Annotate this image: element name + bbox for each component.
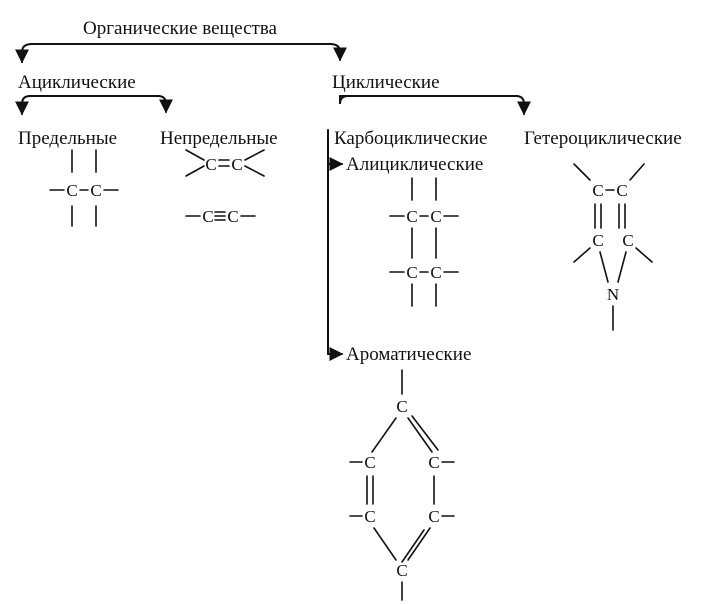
alkene-structure: C C: [185, 149, 265, 177]
alicyclic-label: Алициклические: [346, 154, 483, 175]
atom-carbon: C: [592, 181, 603, 200]
saturated-label: Предельные: [18, 128, 117, 149]
atom-carbon: C: [227, 207, 238, 226]
atom-carbon: C: [428, 453, 439, 472]
atom-carbon: C: [231, 155, 242, 174]
acyclic-label: Ациклические: [18, 72, 136, 93]
atom-carbon: C: [622, 231, 633, 250]
heterocyclic-structure: C C C C N: [573, 163, 653, 331]
atom-carbon: C: [592, 231, 603, 250]
alkyne-structure: C C: [185, 207, 256, 226]
carbocyclic-trunk: [327, 129, 344, 361]
atom-carbon: C: [66, 181, 77, 200]
carbocyclic-label: Карбоциклические: [334, 128, 487, 149]
atom-carbon: C: [202, 207, 213, 226]
alicyclic-structure: C C C C: [389, 177, 459, 307]
atom-carbon: C: [364, 453, 375, 472]
atom-nitrogen: N: [607, 285, 619, 304]
atom-carbon: C: [430, 207, 441, 226]
atom-carbon: C: [406, 207, 417, 226]
atom-carbon: C: [205, 155, 216, 174]
heterocyclic-label: Гетероциклические: [524, 128, 682, 149]
atom-carbon: C: [396, 561, 407, 580]
atom-carbon: C: [428, 507, 439, 526]
atom-carbon: C: [90, 181, 101, 200]
saturated-structure: C C: [49, 149, 119, 227]
aromatic-structure: C C C C C C: [349, 369, 455, 601]
atom-carbon: C: [406, 263, 417, 282]
acyclic-bracket: [15, 95, 173, 116]
cyclic-label: Циклические: [332, 72, 440, 93]
atom-carbon: C: [616, 181, 627, 200]
atom-carbon: C: [430, 263, 441, 282]
unsaturated-label: Непредельные: [160, 128, 278, 149]
root-label: Органические вещества: [83, 18, 278, 39]
root-bracket: [15, 43, 347, 64]
aromatic-label: Ароматические: [346, 344, 471, 365]
atom-carbon: C: [396, 397, 407, 416]
cyclic-bracket: [339, 95, 531, 116]
atom-carbon: C: [364, 507, 375, 526]
